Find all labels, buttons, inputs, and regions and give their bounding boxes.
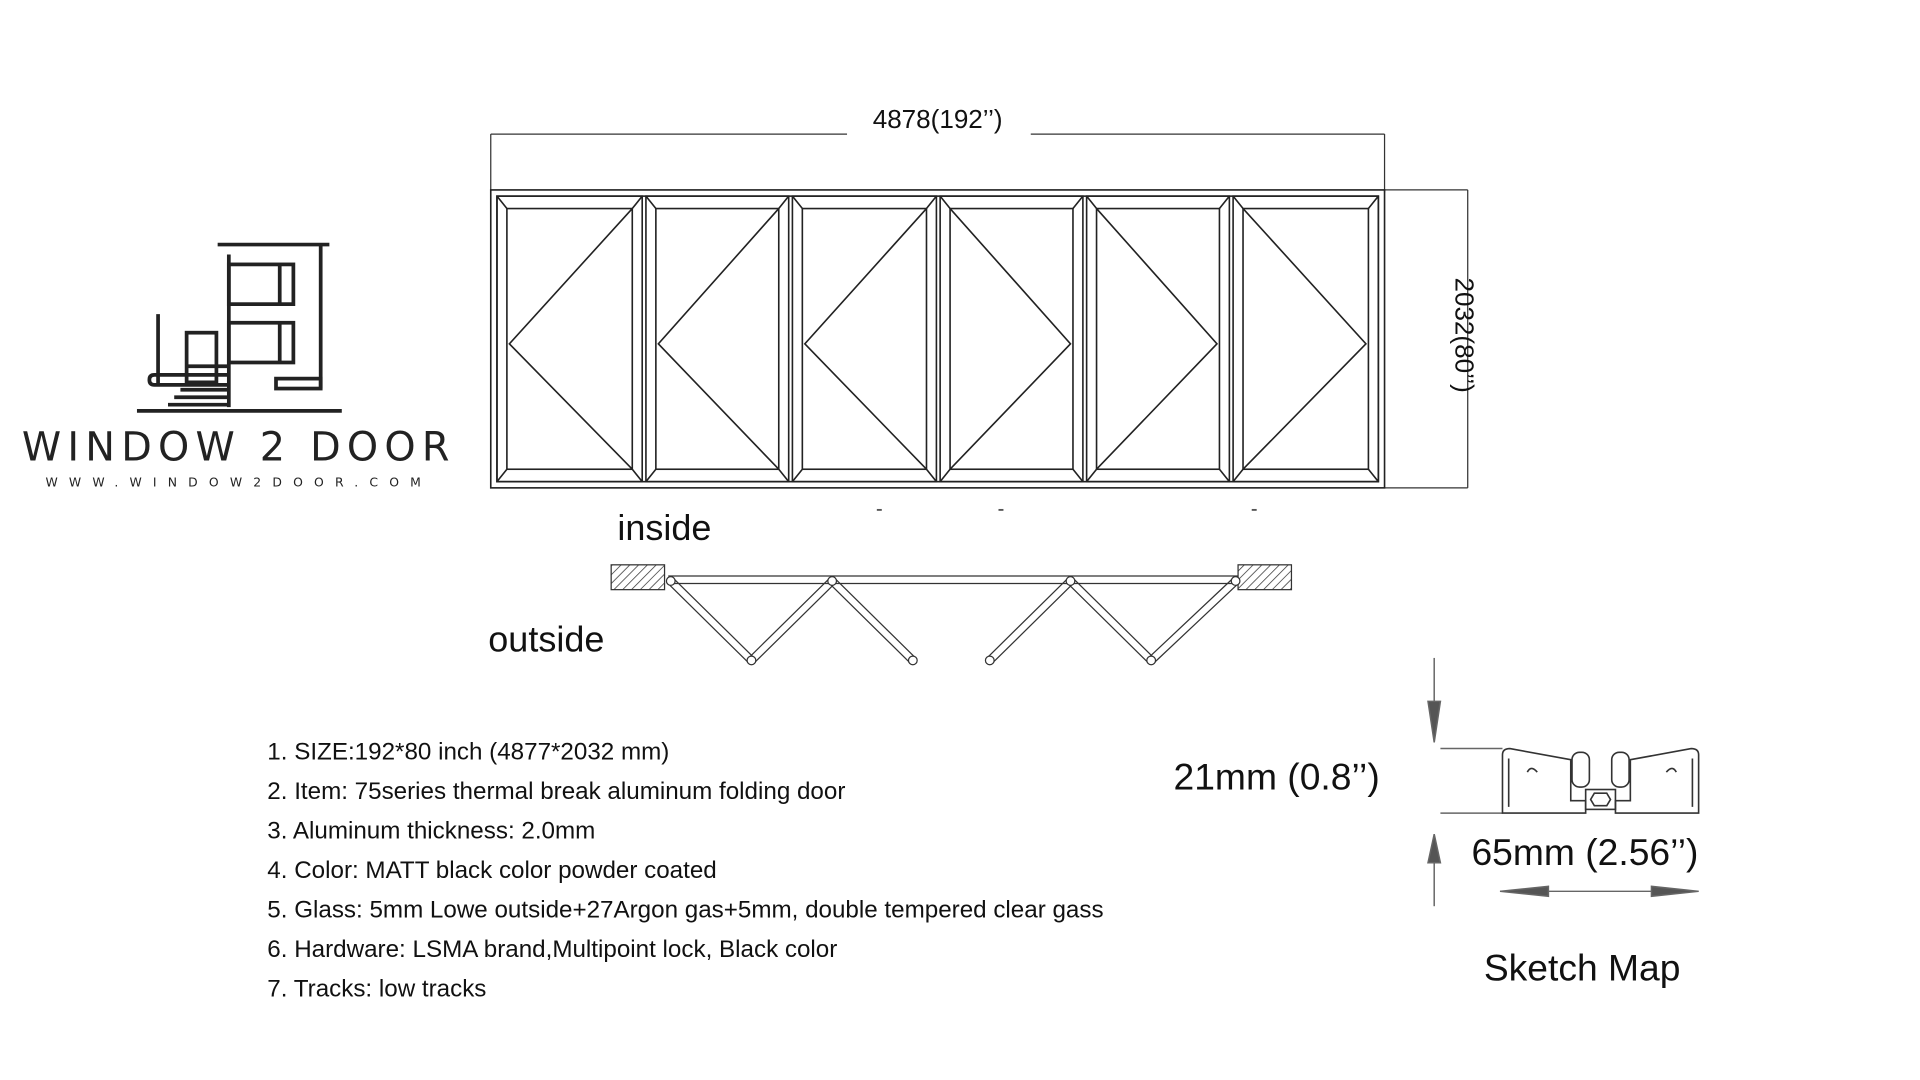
folding-panel	[748, 577, 830, 659]
height-dimension-line	[1384, 189, 1469, 489]
folding-panel	[667, 583, 750, 664]
opening-direction-indicator	[657, 208, 780, 470]
folding-panel	[1072, 577, 1155, 659]
folding-panels-plan	[665, 575, 1241, 666]
door-panel	[645, 195, 790, 483]
folding-panel	[986, 577, 1069, 659]
door-panel	[939, 195, 1084, 483]
folding-panel	[834, 577, 916, 659]
opening-direction-indicator	[508, 208, 633, 470]
profile-dimension-arrows	[1427, 657, 1699, 907]
logo-url: WWW.WINDOW2DOOR.COM	[45, 475, 432, 490]
hinge-point	[827, 576, 838, 586]
folding-panel	[672, 577, 755, 659]
inside-label: inside	[617, 507, 711, 548]
folding-panel	[753, 583, 836, 664]
hinge-point	[1146, 655, 1157, 666]
spec-item: 1. SIZE:192*80 inch (4877*2032 mm)	[267, 739, 669, 766]
company-logo	[136, 242, 342, 413]
hinge-point	[746, 655, 757, 666]
door-panel	[791, 195, 938, 483]
spec-item: 4. Color: MATT black color powder coated	[267, 857, 716, 884]
door-panel	[1085, 195, 1231, 483]
door-panel	[1232, 195, 1380, 483]
hinge-point	[1230, 576, 1241, 586]
door-elevation	[489, 189, 1386, 489]
height-label: 2032(80’’)	[1449, 277, 1479, 392]
folding-panel	[1067, 583, 1149, 664]
opening-direction-indicator	[1242, 208, 1368, 470]
tick-mark	[1251, 508, 1257, 511]
folding-panel	[829, 583, 911, 664]
spec-item: 6. Hardware: LSMA brand,Multipoint lock,…	[267, 936, 837, 963]
logo-name: WINDOW 2 DOOR	[22, 425, 456, 471]
hinge-point	[1065, 576, 1076, 586]
profile-height-label: 21mm (0.8’’)	[1174, 756, 1380, 798]
profile-width-label: 65mm (2.56’’)	[1471, 831, 1698, 873]
right-wall-jamb	[1237, 564, 1293, 591]
spec-item: 7. Tracks: low tracks	[267, 976, 486, 1003]
hinge-point	[665, 576, 676, 586]
opening-direction-indicator	[1095, 208, 1219, 470]
spec-item: 3. Aluminum thickness: 2.0mm	[267, 818, 595, 845]
spec-item: 5. Glass: 5mm Lowe outside+27Argon gas+5…	[267, 897, 1103, 924]
sketch-map-caption: Sketch Map	[1484, 947, 1681, 989]
door-panel	[496, 195, 644, 483]
left-wall-jamb	[610, 564, 666, 591]
specification-list: 1. SIZE:192*80 inch (4877*2032 mm) 2. Ite…	[267, 739, 1103, 1003]
folding-panel	[991, 583, 1074, 664]
opening-direction-indicator	[803, 208, 928, 470]
folding-panel	[1153, 583, 1239, 664]
width-label: 4878(192’’)	[873, 104, 1003, 134]
spec-item: 2. Item: 75series thermal break aluminum…	[267, 778, 845, 805]
hinge-point	[907, 655, 918, 666]
aluminum-profile-section	[1501, 747, 1700, 814]
outside-label: outside	[488, 619, 604, 660]
tick-mark	[998, 508, 1004, 511]
opening-direction-indicator	[949, 208, 1072, 470]
folding-panel	[1148, 577, 1234, 659]
hinge-point	[984, 655, 995, 666]
tick-mark	[876, 508, 882, 511]
width-dimension-line	[490, 133, 1386, 193]
